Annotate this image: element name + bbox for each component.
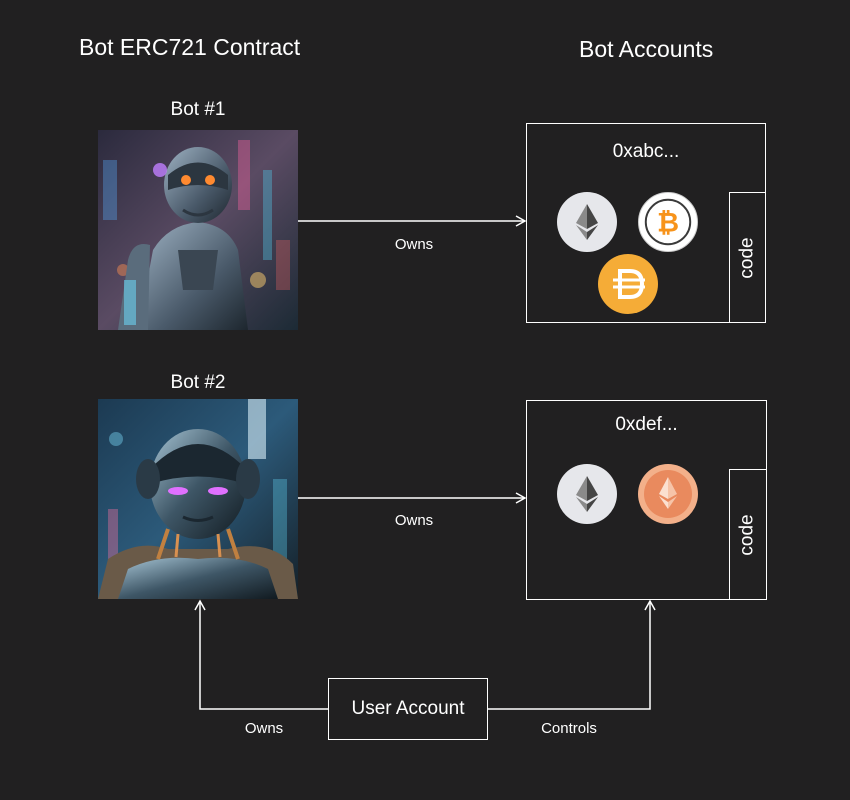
bot-account-1: 0xabc... ₿ code — [526, 123, 766, 323]
contract-heading: Bot ERC721 Contract — [79, 34, 300, 61]
bitcoin-icon: ₿ — [638, 192, 698, 252]
user-owns-label: Owns — [204, 720, 324, 737]
bot2-robot-image — [98, 399, 298, 599]
account-1-address: 0xabc... — [527, 141, 765, 163]
bot-account-2: 0xdef... code — [526, 400, 767, 600]
accounts-heading: Bot Accounts — [579, 36, 713, 63]
bot2-owns-label: Owns — [354, 512, 474, 529]
ethereum-icon — [557, 192, 617, 252]
account-1-code-label: code — [737, 237, 759, 278]
user-owns-arrow — [200, 601, 328, 709]
account-2-code-label: code — [737, 514, 759, 555]
user-account-label: User Account — [352, 698, 465, 720]
svg-text:₿: ₿ — [657, 208, 679, 239]
account-1-code: code — [729, 192, 765, 322]
account-2-address: 0xdef... — [527, 414, 766, 436]
ethereum-orange-icon — [638, 464, 698, 524]
bot1-owns-label: Owns — [354, 236, 474, 253]
user-controls-arrow — [488, 601, 650, 709]
dai-icon — [598, 254, 658, 314]
account-2-code: code — [729, 469, 766, 599]
user-account-box: User Account — [328, 678, 488, 740]
ethereum-icon — [557, 464, 617, 524]
bot1-label: Bot #1 — [98, 99, 298, 121]
user-controls-label: Controls — [509, 720, 629, 737]
bot2-label: Bot #2 — [98, 372, 298, 394]
bot1-robot-image — [98, 130, 298, 330]
